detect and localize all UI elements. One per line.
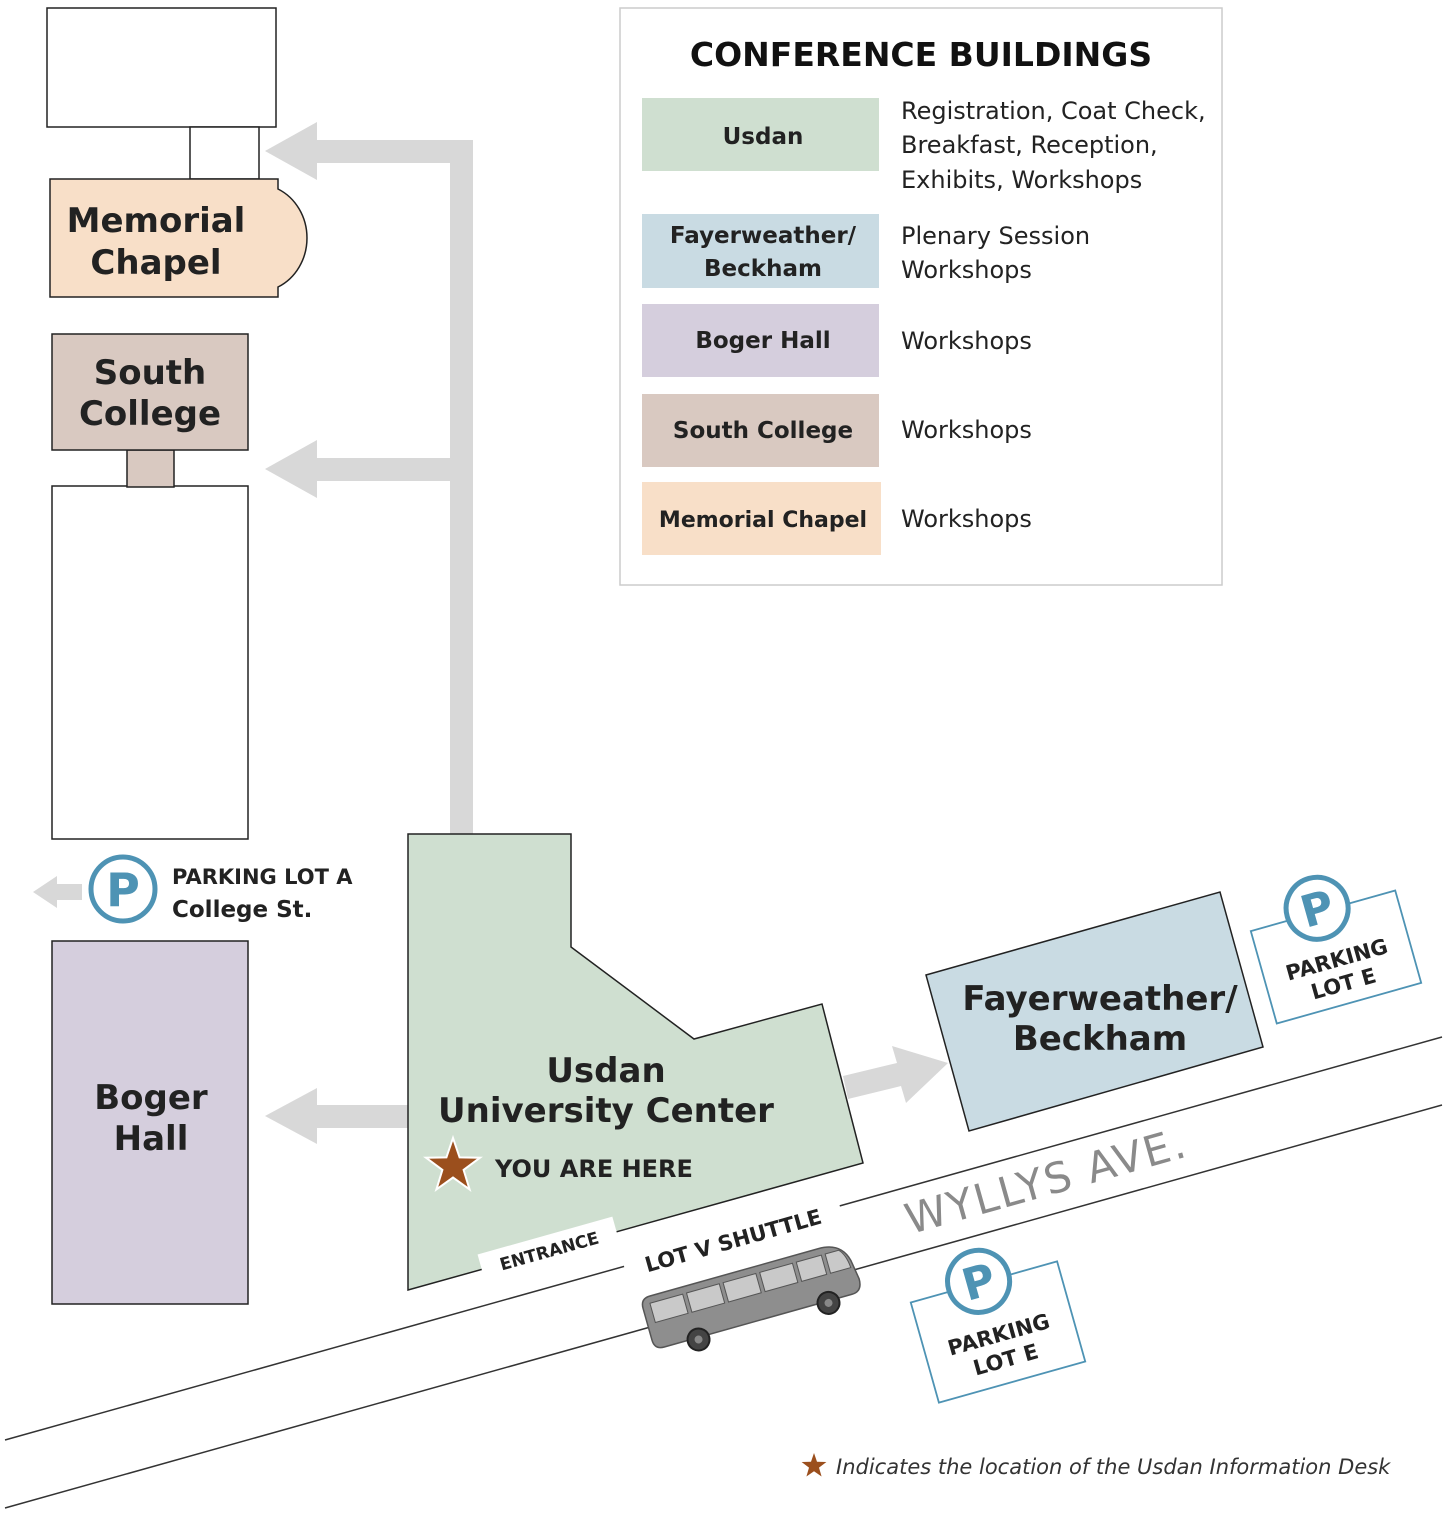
legend-swatch [642, 482, 881, 555]
parking-a-icon [88, 854, 158, 924]
parking-lot-e-top[interactable]: P PARKING LOT E [1241, 857, 1423, 1025]
legend-swatch [642, 304, 879, 377]
path-to-lot-a [52, 884, 82, 900]
path-to-boger [310, 1105, 410, 1128]
legend-swatch [642, 394, 879, 467]
parking-e-bottom-icon [945, 1247, 1013, 1315]
walking-paths [33, 122, 948, 1144]
arrow-to-fayerweather [843, 1046, 948, 1103]
legend-swatch [642, 98, 879, 171]
fayerweather-building[interactable]: Fayerweather/ Beckham [925, 891, 1264, 1132]
building-connector-outline [189, 126, 260, 180]
memorial-chapel-building[interactable]: Memorial Chapel [49, 178, 308, 298]
legend-row-use: Workshops [901, 256, 1032, 284]
legend-row-use: Exhibits, Workshops [901, 166, 1142, 194]
path-to-chapel [310, 140, 473, 163]
boger-hall-label-2: Hall [114, 1119, 189, 1159]
building-north-outline [46, 7, 277, 128]
usdan-label-2: University Center [438, 1091, 774, 1131]
footnote-text: Indicates the location of the Usdan Info… [836, 1455, 1391, 1479]
legend-row-name: Usdan [723, 124, 804, 150]
parking-a-label-1: PARKING LOT A [172, 865, 353, 889]
legend-row-use: Plenary Session [901, 222, 1090, 250]
legend-row-use: Workshops [901, 505, 1032, 533]
footnote-star-icon [801, 1453, 827, 1477]
legend-row-name: Fayerweather/ [670, 223, 857, 249]
shuttle-bus-icon [641, 1246, 861, 1352]
path-to-south-college [310, 458, 473, 481]
legend-row-boger: Boger Hall Workshops [642, 304, 1032, 377]
legend-row-use: Workshops [901, 327, 1032, 355]
legend-row-name: Boger Hall [695, 328, 830, 354]
boger-hall-label-1: Boger [94, 1078, 208, 1118]
street-name: WYLLYS AVE. [900, 1118, 1193, 1244]
legend-row-south-college: South College Workshops [642, 394, 1032, 467]
arrow-to-lot-a [33, 876, 57, 908]
building-middle-outline [51, 485, 249, 840]
legend-row-name: Beckham [704, 256, 822, 282]
legend-row-use: Breakfast, Reception, [901, 131, 1158, 159]
usdan-label-1: Usdan [546, 1051, 665, 1091]
south-college-label-2: College [79, 394, 221, 434]
boger-hall-building[interactable]: Boger Hall [51, 940, 249, 1305]
fayerweather-label-2: Beckham [1013, 1019, 1187, 1059]
parking-lot-e-bottom[interactable]: P PARKING LOT E [902, 1230, 1087, 1404]
you-are-here-star-icon [423, 1134, 483, 1192]
legend-row-memorial-chapel: Memorial Chapel Workshops [642, 482, 1032, 555]
south-college-label-1: South [94, 353, 207, 393]
you-are-here-label: YOU ARE HERE [494, 1155, 693, 1183]
parking-e-top-icon [1283, 874, 1351, 942]
legend-row-use: Registration, Coat Check, [901, 97, 1206, 125]
parking-a-label-2: College St. [172, 897, 312, 923]
legend: CONFERENCE BUILDINGS Usdan Registration,… [619, 7, 1223, 586]
arrow-to-boger [265, 1088, 317, 1144]
legend-swatch [642, 214, 879, 288]
fayerweather-label-1: Fayerweather/ [962, 979, 1238, 1019]
parking-lot-a[interactable]: P PARKING LOT A College St. [88, 854, 353, 924]
path-trunk [450, 140, 473, 835]
legend-row-name: South College [673, 418, 853, 444]
legend-title: CONFERENCE BUILDINGS [690, 35, 1152, 74]
memorial-chapel-label-2: Chapel [90, 243, 221, 283]
legend-row-name: Memorial Chapel [659, 508, 867, 533]
south-college-building[interactable]: South College [51, 333, 249, 488]
legend-row-usdan: Usdan Registration, Coat Check, Breakfas… [642, 97, 1206, 194]
usdan-building[interactable]: Usdan University Center YOU ARE HERE [407, 833, 864, 1291]
arrow-to-south-college [265, 440, 317, 498]
arrow-to-chapel [265, 122, 317, 180]
legend-row-use: Workshops [901, 416, 1032, 444]
legend-row-fayerweather: Fayerweather/ Beckham Plenary Session Wo… [642, 214, 1090, 288]
memorial-chapel-label-1: Memorial [67, 201, 246, 241]
parking-a-symbol: P [106, 863, 140, 917]
footnote: Indicates the location of the Usdan Info… [801, 1453, 1391, 1479]
